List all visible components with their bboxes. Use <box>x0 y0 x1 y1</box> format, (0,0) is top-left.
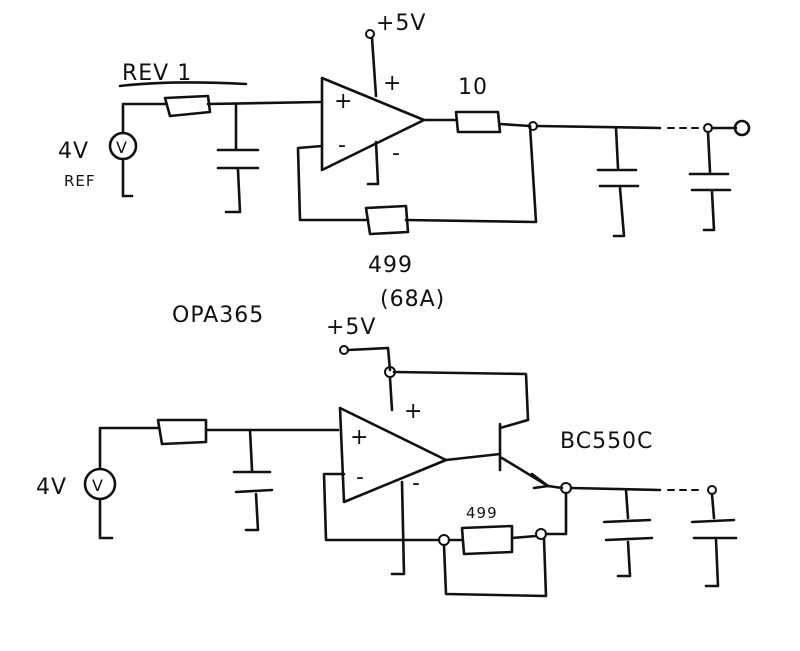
bottom-supply-wire <box>346 346 392 372</box>
bottom-source-wire-up <box>98 426 160 471</box>
transistor-collector <box>498 418 530 430</box>
transistor-label: BC550C <box>560 429 653 454</box>
bottom-output-cap-2 <box>690 492 738 588</box>
top-source-wire-down <box>121 157 134 198</box>
bottom-ref-voltage: 4V <box>36 475 67 500</box>
bottom-opamp <box>338 406 448 504</box>
top-supply-wire <box>370 36 378 98</box>
transistor-emitter-arrow <box>530 472 550 490</box>
top-output-line <box>535 124 662 130</box>
bottom-source-symbol: V <box>92 476 103 495</box>
top-supply-minus: - <box>392 141 401 166</box>
bottom-voltage-source: V <box>83 426 160 540</box>
top-supply-node <box>365 29 375 39</box>
top-ref-voltage: 4V <box>58 139 89 164</box>
bottom-circuit: OPA365 +5V V 4V + - + - <box>36 303 738 598</box>
bottom-input-resistor <box>156 418 208 446</box>
bottom-supply-label: +5V <box>326 315 376 340</box>
top-source-symbol: V <box>116 138 127 157</box>
bottom-input-cap <box>232 428 274 532</box>
opamp-part-label: OPA365 <box>172 303 264 328</box>
top-feedback-res-label: 499 <box>368 253 413 278</box>
top-feedback-left <box>296 144 370 222</box>
bottom-opamp-to-base <box>444 452 502 462</box>
bottom-supply-plus: + <box>404 399 423 424</box>
top-feedback-res-alt: (68A) <box>380 287 445 312</box>
top-input-resistor <box>163 94 212 118</box>
top-opamp-ground <box>366 140 380 186</box>
bottom-output-cap-1 <box>602 488 654 578</box>
bottom-supply-minus: - <box>412 471 421 496</box>
bottom-feedback-resistor <box>460 524 514 556</box>
bottom-feedback-res-label: 499 <box>466 504 498 522</box>
top-opamp-minus: - <box>338 133 347 158</box>
bottom-opamp-plus: + <box>350 425 369 450</box>
bottom-feedback-bypass <box>442 537 548 598</box>
top-voltage-source: V <box>108 102 167 198</box>
top-series-out-wire <box>498 122 532 128</box>
top-opamp <box>320 76 426 172</box>
top-supply-plus: + <box>383 71 402 96</box>
top-cap-ground <box>224 168 242 214</box>
top-output-cap-2 <box>688 130 732 232</box>
top-source-wire-up <box>121 102 167 135</box>
top-input-wire <box>206 100 322 106</box>
top-feedback-resistor <box>364 204 410 236</box>
top-opamp-plus: + <box>334 89 353 114</box>
bottom-feedback-right <box>544 491 568 536</box>
top-output-terminal <box>733 119 751 137</box>
top-output-cap-1 <box>596 126 640 238</box>
top-supply-label: +5V <box>376 11 426 36</box>
bottom-source-wire-down <box>98 497 114 540</box>
top-series-res-label: 10 <box>458 75 488 100</box>
bottom-supply-rail <box>388 370 530 422</box>
top-series-resistor <box>454 110 502 134</box>
bc550c-transistor <box>498 418 550 490</box>
rev-underline <box>118 81 248 88</box>
top-cap-plates <box>216 148 260 170</box>
bottom-feedback-to-minus <box>322 472 441 542</box>
bottom-feedback-res-right <box>510 534 538 540</box>
bottom-output-line <box>569 486 662 492</box>
bottom-opamp-ground <box>390 480 406 576</box>
bottom-opamp-minus: - <box>356 465 365 490</box>
bottom-feedback-node-right <box>535 528 547 540</box>
top-feedback-right <box>404 124 538 224</box>
bottom-emitter-wire <box>546 484 564 490</box>
top-ref-label: REF <box>64 172 96 190</box>
top-circuit: REV 1 V 4V REF + - +5V + - 10 <box>58 11 751 312</box>
bottom-feedback-node-left <box>438 534 450 546</box>
